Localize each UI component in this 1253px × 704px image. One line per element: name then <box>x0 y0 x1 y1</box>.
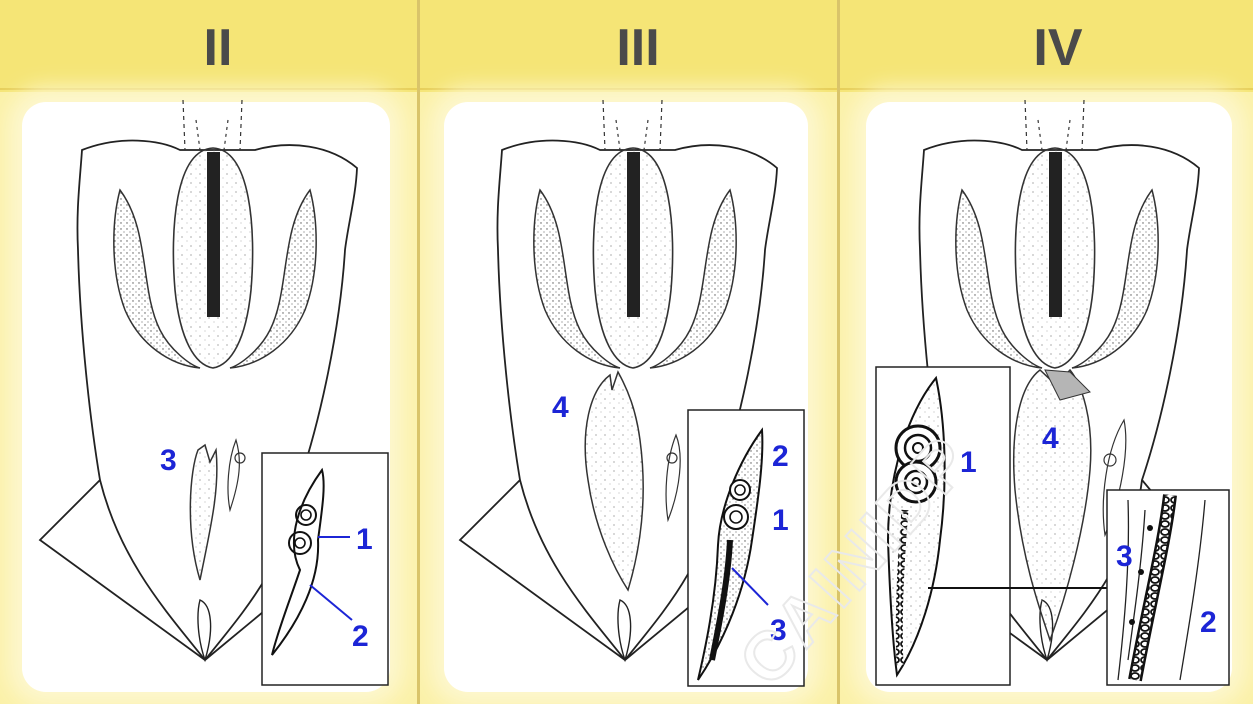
illustration-stage-iv: 4 1 3 2 <box>876 100 1229 685</box>
flower-bud-ii <box>190 445 217 580</box>
label-2-iii: 2 <box>772 440 789 473</box>
label-3-iv: 3 <box>1116 540 1133 573</box>
label-4-iv: 4 <box>1042 422 1059 455</box>
illustration-stage-iii: 4 2 1 3 <box>460 100 804 686</box>
label-2-iv: 2 <box>1200 606 1217 639</box>
label-3-ii: 3 <box>160 444 177 477</box>
label-1-ii: 1 <box>356 523 373 556</box>
inset-box-ii <box>262 453 388 685</box>
label-4-iii: 4 <box>552 391 569 424</box>
label-1-iii: 1 <box>772 504 789 537</box>
label-2-ii: 2 <box>352 620 369 653</box>
flower-bud-iv <box>1014 370 1091 640</box>
illustration-stage-ii: 3 1 2 <box>40 100 388 685</box>
flower-bud-iii <box>585 372 643 590</box>
